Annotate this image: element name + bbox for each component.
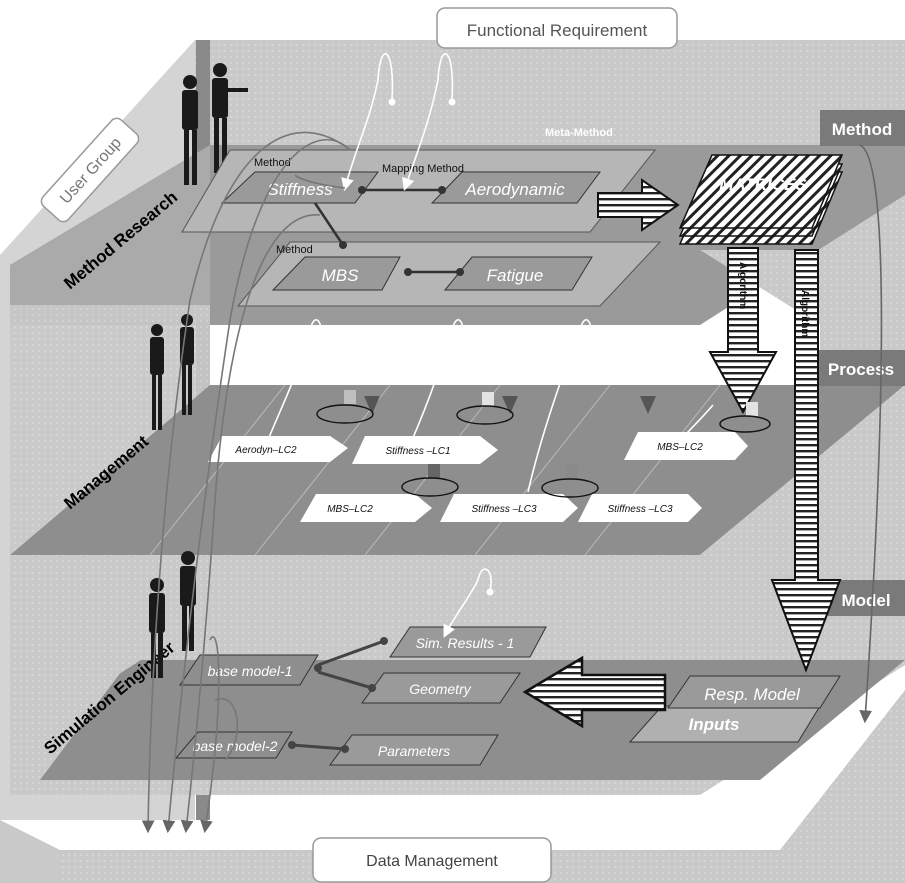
inputs-label: Inputs [689, 715, 740, 734]
stiffness-lc3-a-tag [440, 494, 578, 522]
process-loops [316, 404, 771, 498]
loop-top-1 [377, 53, 394, 101]
algorithm-arrow-1 [708, 247, 778, 415]
algorithm-label-1: Algorithm [737, 262, 748, 309]
sim-results-label: Sim. Results - 1 [416, 635, 515, 651]
people-management [150, 314, 194, 430]
method-layer-lower [10, 145, 210, 325]
to-matrices-arrow [597, 178, 680, 232]
algorithm-label-2: Algorithm [799, 290, 810, 337]
aerodyn-lc2-tag [208, 436, 348, 462]
stiffness-mbs-link [313, 202, 345, 246]
method-label-2: Method [276, 244, 313, 256]
aerodyn-lc2-label: Aerodyn–LC2 [234, 445, 297, 456]
model-links [291, 639, 385, 751]
sim-results-box [389, 626, 547, 658]
functional-requirement-box [436, 7, 678, 49]
method-tag [820, 110, 905, 146]
parameters-label: Parameters [378, 743, 450, 759]
geometry-box [361, 672, 521, 704]
functional-requirement-label: Functional Requirement [467, 21, 648, 40]
process-tag [818, 350, 905, 386]
meta-method-label: Meta-Method [545, 127, 613, 139]
mbs-box [271, 256, 401, 291]
stiffness-box [220, 171, 379, 204]
mbs-lc2-left-label: MBS–LC2 [327, 504, 373, 515]
mapping-method-label: Mapping Method [382, 163, 464, 175]
process-markers [344, 390, 758, 478]
data-management-label: Data Management [366, 853, 498, 870]
method-feedback-curve [859, 144, 883, 724]
data-layer [60, 690, 905, 883]
resp-model-box [667, 675, 841, 709]
matrices-label: MATRICES [719, 175, 807, 194]
mbs-lc2-right-label: MBS–LC2 [657, 442, 703, 453]
stiffness-lc3-b-label: Stiffness –LC3 [607, 504, 672, 515]
algorithm-arrow-2 [770, 249, 842, 673]
process-drop-curves [267, 319, 714, 493]
model-tag-label: Model [841, 591, 890, 610]
matrices-sheet-1 [678, 154, 844, 229]
data-layer-front [0, 820, 60, 883]
model-tag [828, 580, 905, 616]
top-arrow-stiffness [341, 79, 379, 192]
model-drop-curve [477, 568, 492, 591]
fatigue-box [443, 256, 593, 291]
parameters-box [329, 734, 499, 766]
loop-top-2 [437, 53, 454, 101]
top-arrow-mapping [402, 79, 439, 192]
base-model-1-box [179, 654, 319, 686]
base-model-1-label: base model-1 [208, 663, 293, 679]
method-tag-label: Method [832, 120, 892, 139]
fatigue-label: Fatigue [487, 266, 544, 285]
aerodynamic-label: Aerodynamic [464, 180, 565, 199]
to-model-arrow [522, 655, 667, 729]
mbs-label: MBS [322, 266, 360, 285]
stiffness-label: Stiffness [267, 180, 333, 199]
mbs-lc2-right-tag [624, 432, 748, 460]
mbs-lc2-left-tag [300, 494, 432, 522]
geometry-label: Geometry [409, 681, 471, 697]
people-method-research [182, 63, 248, 185]
process-tag-label: Process [828, 360, 894, 379]
model-drop-arrow [443, 579, 479, 638]
stiffness-lc3-b-tag [578, 494, 702, 522]
method-label-1: Method [254, 157, 291, 169]
base-model-2-label: base model-2 [193, 738, 278, 754]
mid-band [10, 385, 905, 745]
user-group-curves [141, 131, 351, 834]
stiffness-lc3-a-label: Stiffness –LC3 [471, 504, 536, 515]
resp-model-label: Resp. Model [704, 685, 801, 704]
data-management-box [312, 837, 552, 883]
stiffness-lc1-tag [352, 436, 498, 464]
stiffness-lc1-label: Stiffness –LC1 [385, 446, 450, 457]
